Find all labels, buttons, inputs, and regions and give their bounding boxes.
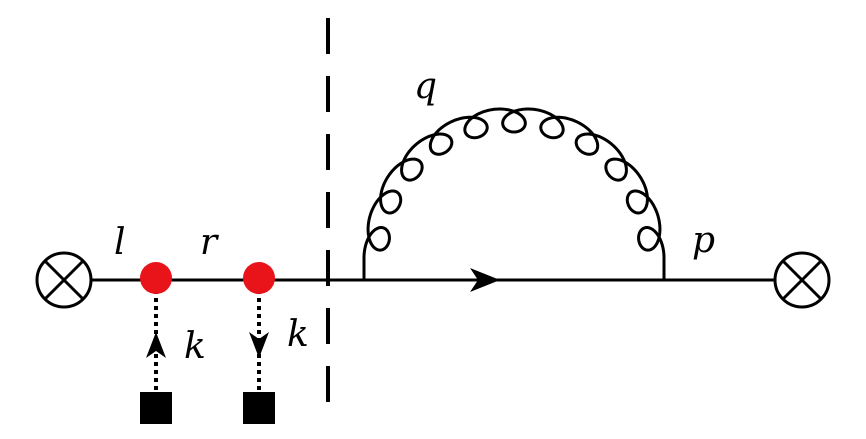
source-square-right-icon xyxy=(243,392,275,424)
fermion-arrow-icon xyxy=(470,268,500,292)
label-k-right: k xyxy=(287,314,309,355)
vertex-right xyxy=(243,262,275,294)
label-l: l xyxy=(114,222,126,263)
label-r: r xyxy=(200,222,219,263)
gluon-loop xyxy=(362,107,666,280)
label-k-left: k xyxy=(184,326,206,367)
label-q: q xyxy=(414,66,437,107)
label-p: p xyxy=(692,220,715,261)
source-arrow-down-icon xyxy=(249,332,269,358)
left-operator-icon xyxy=(35,251,93,309)
vertex-left xyxy=(140,262,172,294)
source-arrow-up-icon xyxy=(146,332,166,358)
right-operator-icon xyxy=(773,251,831,309)
source-square-left-icon xyxy=(140,392,172,424)
